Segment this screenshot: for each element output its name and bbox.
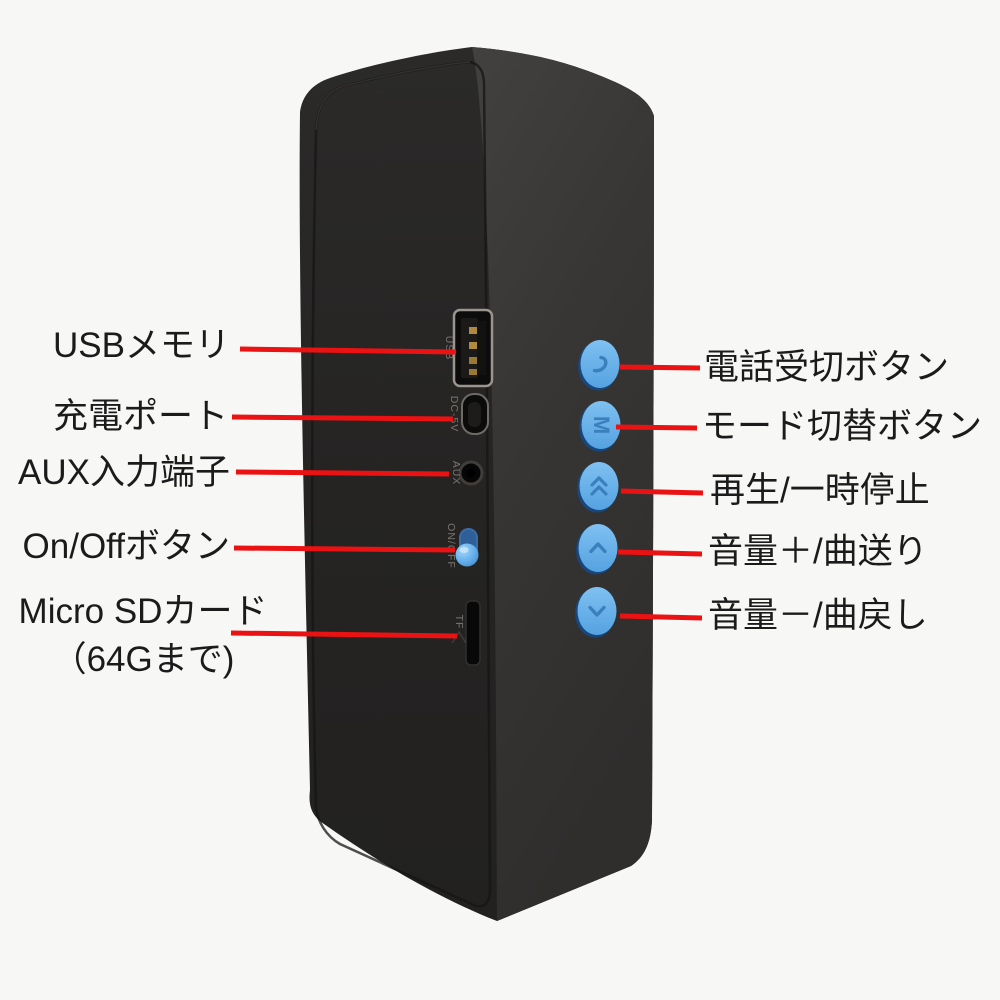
label-mode-button: モード切替ボタン: [702, 407, 983, 446]
label-charge-port: 充電ポート: [52, 397, 228, 436]
callout-line-volume-up: [617, 549, 703, 557]
power-switch: ON/OFF: [445, 523, 479, 569]
aux-jack: AUX: [450, 460, 484, 486]
usb-port-label: USB: [443, 336, 455, 361]
callout-line-aux: [235, 469, 450, 477]
volume-up-button: [576, 524, 618, 575]
chevron-up-icon: [589, 542, 607, 554]
left-face-groove-highlight: [315, 61, 471, 131]
sd-slot-label: TF: [453, 615, 465, 630]
mode-m-icon: M: [589, 416, 614, 434]
play-pause-icon: [590, 476, 608, 496]
label-micro-sd-block: Micro SDカード （64Gまで): [0, 594, 286, 678]
phone-button: [578, 340, 620, 391]
callout-line-phone: [619, 364, 701, 371]
sd-card-slot: TF: [451, 600, 481, 666]
callout-line-power: [233, 545, 456, 553]
charge-port: DC-5V: [448, 393, 489, 435]
aux-jack-label: AUX: [450, 461, 462, 486]
speaker-right-face: [472, 47, 654, 921]
callout-line-charge: [231, 414, 454, 422]
label-phone-button: 電話受切ボタン: [704, 348, 950, 387]
label-on-off-button: On/Offボタン: [22, 527, 230, 566]
mode-button: M: [579, 401, 621, 452]
play-pause-button: [577, 462, 619, 513]
callout-lines: [230, 346, 704, 639]
charge-port-label: DC-5V: [448, 396, 460, 433]
callout-line-sd: [230, 630, 458, 639]
callout-line-volume-down: [619, 613, 703, 621]
control-buttons: M: [575, 340, 621, 638]
label-play-pause: 再生/一時停止: [710, 471, 930, 510]
usb-port: USB: [443, 308, 494, 388]
label-usb-memory: USBメモリ: [53, 326, 230, 365]
label-micro-sd-capacity: （64Gまで): [51, 640, 235, 679]
phone-icon: [592, 355, 608, 373]
label-volume-up: 音量＋/曲送り: [708, 532, 928, 571]
callout-line-usb: [239, 346, 457, 355]
chevron-down-icon: [588, 605, 606, 617]
port-panel: USB DC-5V AUX ON/OFF: [443, 308, 494, 666]
callout-line-mode: [615, 424, 698, 431]
label-aux-input: AUX入力端子: [18, 453, 230, 492]
label-micro-sd: Micro SDカード: [18, 592, 268, 631]
callout-line-play: [620, 488, 704, 496]
power-switch-label: ON/OFF: [445, 523, 457, 569]
label-volume-down: 音量－/曲戻し: [708, 596, 928, 635]
volume-down-button: [575, 587, 617, 638]
